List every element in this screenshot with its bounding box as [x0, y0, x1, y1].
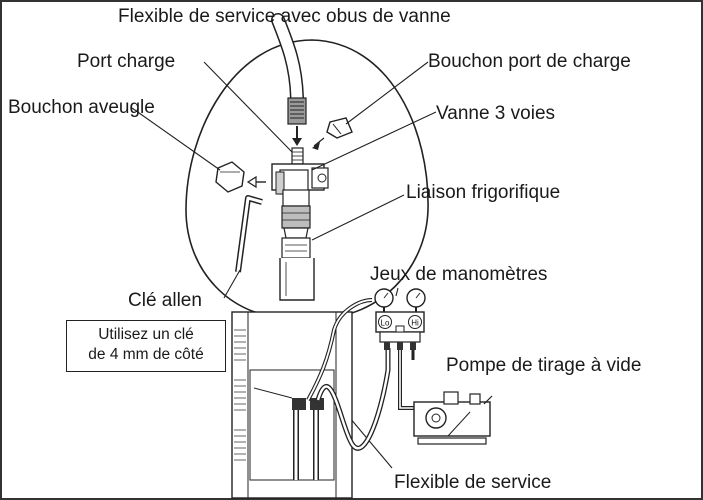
port-charge-label: Port charge: [77, 51, 176, 72]
three-way-valve-label: Vanne 3 voies: [436, 103, 556, 124]
low-gauge: [374, 288, 394, 308]
charge-port-cap: [312, 117, 353, 150]
vacuum-pump: [413, 391, 493, 445]
blind-cap: [215, 161, 266, 193]
gauge-label-hi: Hi: [411, 319, 419, 328]
callout-leaders: [131, 61, 437, 469]
blind-cap-label: Bouchon aveugle: [8, 97, 155, 118]
flexible-with-core-label: Flexible de service avec obus de vanne: [118, 6, 451, 27]
outdoor-unit: [231, 311, 353, 499]
allen-key-label: Clé allen: [128, 290, 202, 311]
vacuum-pump-label: Pompe de tirage à vide: [446, 355, 642, 376]
gauge-set-label: Jeux de manomètres: [370, 264, 548, 285]
note-line-1: Utilisez un clé: [98, 326, 194, 343]
gauge-port-high: Hi: [408, 315, 422, 329]
refrigerant-line-label: Liaison frigorifique: [406, 182, 561, 203]
service-hose: [306, 298, 391, 451]
refrigerant-line: [279, 237, 315, 301]
gauge-label-lo: Lo: [381, 319, 390, 328]
charge-port: [291, 147, 304, 165]
service-hose-with-core: [271, 13, 307, 146]
service-hose-label: Flexible de service: [394, 472, 552, 493]
gauge-port-low: Lo: [378, 315, 392, 329]
charge-port-cap-label: Bouchon port de charge: [428, 51, 631, 72]
note-line-2: de 4 mm de côté: [88, 346, 204, 363]
allen-key-size-note: Utilisez un clé de 4 mm de côté: [66, 320, 226, 372]
high-gauge: [406, 288, 426, 308]
allen-key: [235, 195, 263, 273]
